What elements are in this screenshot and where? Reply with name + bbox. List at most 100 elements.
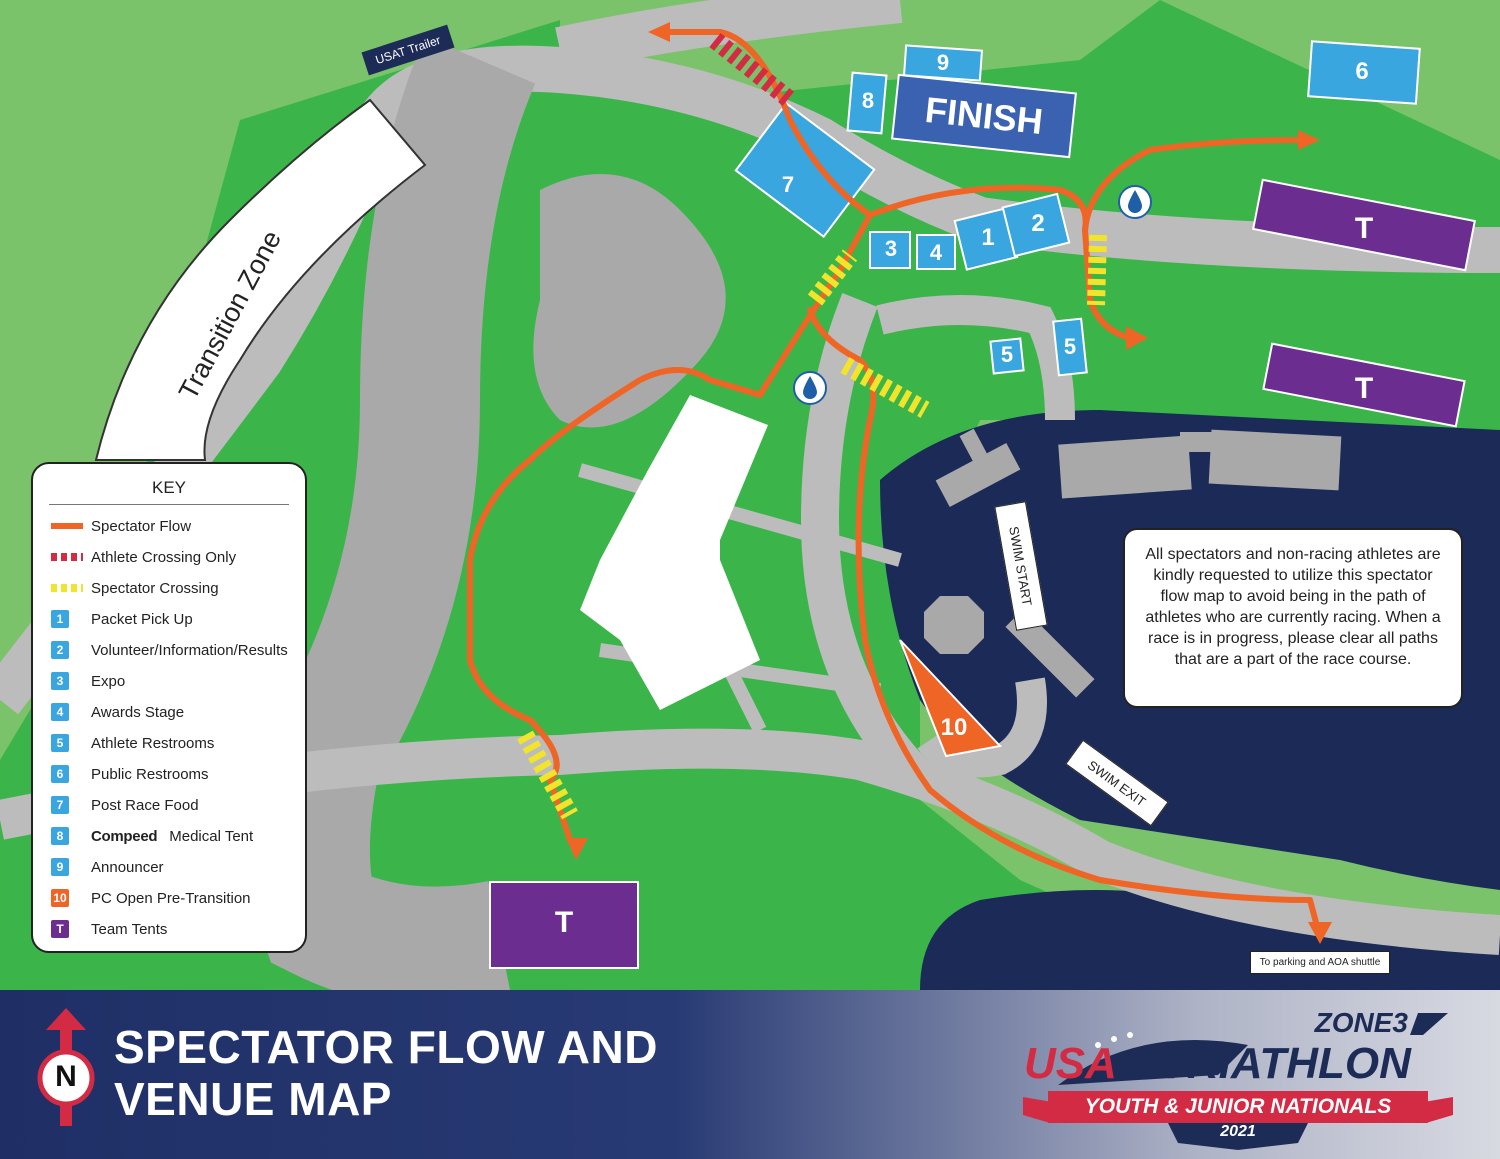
key-label: Announcer xyxy=(91,858,164,876)
key-label: Athlete Crossing Only xyxy=(91,548,237,566)
transition-zone xyxy=(94,98,427,461)
key-swatch xyxy=(51,579,83,597)
key-item: 2 Volunteer/Information/Results xyxy=(51,638,288,662)
key-item: Spectator Flow xyxy=(51,514,191,538)
label-2: 2 xyxy=(1031,210,1045,237)
water-station-icon xyxy=(793,371,827,405)
key-badge: 1 xyxy=(51,610,69,628)
key-label: Volunteer/Information/Results xyxy=(91,641,288,659)
spectator-info-note: All spectators and non-racing athletes a… xyxy=(1123,528,1463,708)
key-label: Spectator Crossing xyxy=(91,579,219,597)
key-badge: 9 xyxy=(51,858,69,876)
key-badge: 4 xyxy=(51,703,69,721)
event-logo: ZONE3 USA TRIATHLON YOUTH & JUNIOR NATIO… xyxy=(1018,1005,1458,1155)
team-tent-east-1 xyxy=(1252,178,1476,272)
key-item: 8 Compeed Medical Tent xyxy=(51,824,253,848)
spectator-crossings xyxy=(517,234,1107,820)
label-3: 3 xyxy=(884,236,898,261)
parking-lot xyxy=(533,174,726,428)
key-badge: T xyxy=(51,920,69,938)
key-swatch: 3 xyxy=(51,672,83,690)
key-item: 7 Post Race Food xyxy=(51,793,199,817)
team-tent-south xyxy=(489,881,639,969)
org-name-right: TRIATHLON xyxy=(1160,1039,1411,1088)
key-sponsor: Compeed xyxy=(91,827,158,845)
event-name: YOUTH & JUNIOR NATIONALS xyxy=(1084,1095,1392,1118)
road-west-lot xyxy=(250,36,536,990)
event-ribbon xyxy=(1048,1091,1428,1123)
team-tent-label-south: T xyxy=(554,906,574,939)
team-tent-label-east-1: T xyxy=(1354,212,1374,245)
main-building xyxy=(580,395,768,710)
label-7: 7 xyxy=(781,172,795,197)
road-swim-approach xyxy=(876,295,1075,421)
label-5b: 5 xyxy=(1063,334,1077,359)
key-label: Team Tents xyxy=(91,920,168,938)
key-badge: 2 xyxy=(51,641,69,659)
walkway-1 xyxy=(578,463,902,567)
key-swatch: 9 xyxy=(51,858,83,876)
key-swatch: 7 xyxy=(51,796,83,814)
key-badge: 3 xyxy=(51,672,69,690)
key-item: 3 Expo xyxy=(51,669,125,693)
athlete-restroom-5b xyxy=(1052,317,1088,377)
label-8: 8 xyxy=(861,88,875,113)
key-swatch: 1 xyxy=(51,610,83,628)
dock-connector xyxy=(1180,432,1220,452)
key-item: 6 Public Restrooms xyxy=(51,762,209,786)
key-item: Spectator Crossing xyxy=(51,576,219,600)
key-badge: 10 xyxy=(51,889,69,907)
awards-4 xyxy=(916,234,956,270)
label-1: 1 xyxy=(981,224,995,251)
key-item: T Team Tents xyxy=(51,917,167,941)
finish-arch xyxy=(891,73,1077,159)
key-item: 10 PC Open Pre-Transition xyxy=(51,886,251,910)
venue-map xyxy=(0,0,1500,990)
key-label: PC Open Pre-Transition xyxy=(91,889,251,907)
key-label: Public Restrooms xyxy=(91,765,209,783)
volunteer-info-2 xyxy=(1001,192,1071,258)
key-item: Athlete Crossing Only xyxy=(51,545,236,569)
key-label: Awards Stage xyxy=(91,703,185,721)
label-9: 9 xyxy=(936,50,950,75)
key-swatch xyxy=(51,517,83,535)
sponsor-name: ZONE3 xyxy=(1314,1007,1408,1038)
key-label: Spectator Flow xyxy=(91,517,192,535)
key-label: Expo xyxy=(91,672,126,690)
star-swoosh-icon xyxy=(1058,1040,1248,1085)
key-label: Post Race Food xyxy=(91,796,199,814)
key-swatch: T xyxy=(51,920,83,938)
key-swatch: 2 xyxy=(51,641,83,659)
key-item: 4 Awards Stage xyxy=(51,700,184,724)
key-label: Medical Tent xyxy=(169,827,254,845)
page-title-line2: VENUE MAP xyxy=(114,1073,392,1125)
key-badge: 7 xyxy=(51,796,69,814)
label-6: 6 xyxy=(1355,58,1369,85)
key-swatch: 6 xyxy=(51,765,83,783)
key-swatch: 4 xyxy=(51,703,83,721)
key-swatch: 5 xyxy=(51,734,83,752)
team-tent-east-2 xyxy=(1262,342,1466,428)
public-restroom-6 xyxy=(1307,40,1421,105)
road-swim-loop xyxy=(800,292,934,794)
year-ribbon xyxy=(1168,1123,1308,1150)
athlete-crossing xyxy=(709,32,796,108)
page-title-line1: SPECTATOR FLOW AND xyxy=(114,1021,658,1073)
key-badge: 6 xyxy=(51,765,69,783)
key-swatch xyxy=(51,548,83,566)
key-title: KEY xyxy=(49,478,289,505)
dock-2 xyxy=(1208,429,1342,491)
label-5a: 5 xyxy=(1000,342,1014,367)
gazebo xyxy=(924,596,984,654)
food-tent-7 xyxy=(734,101,876,239)
key-swatch: 8 xyxy=(51,827,83,845)
flow-arrowheads xyxy=(566,22,1332,944)
expo-3 xyxy=(869,231,911,269)
announcer-9 xyxy=(902,44,984,82)
road-north xyxy=(555,0,903,73)
dock-1 xyxy=(1058,435,1192,499)
parking-shuttle-sign: To parking and AOA shuttle xyxy=(1250,951,1390,974)
